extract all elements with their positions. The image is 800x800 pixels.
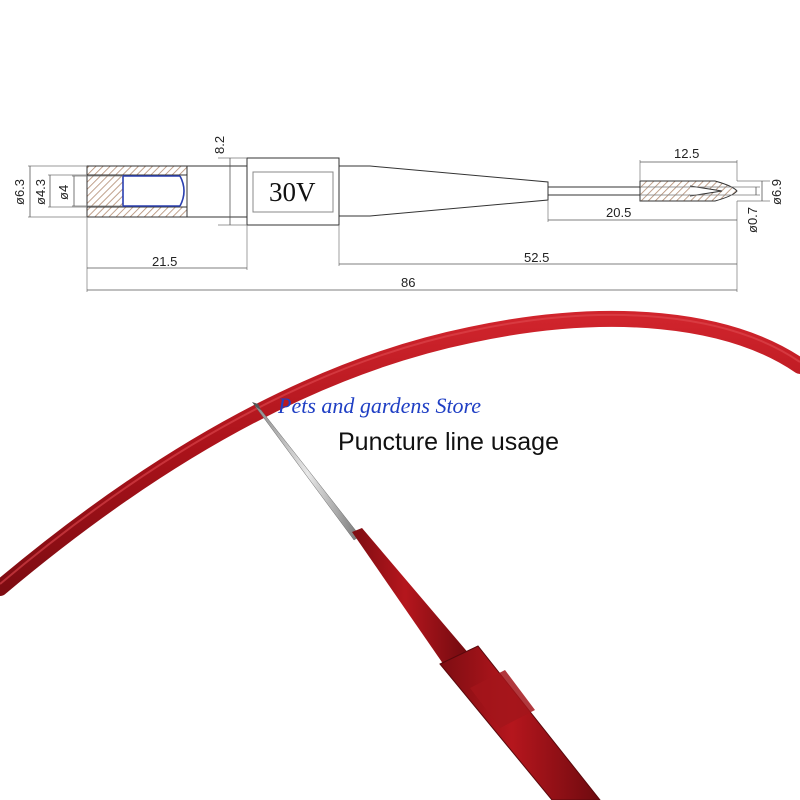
sleeve-wall-bottom [86, 206, 188, 218]
dimension-labels: ø6.3 ø4.3 ø4 8.2 12.5 ø6.9 20.5 ø0.7 21.… [12, 136, 784, 290]
collar-band [252, 171, 334, 213]
tapered-body [338, 165, 549, 217]
probe-collar [439, 645, 601, 800]
extension-lines [28, 157, 770, 292]
dim-d43: ø4.3 [33, 179, 48, 205]
needle-tip [252, 402, 261, 410]
tip [639, 180, 738, 202]
dim-d63: ø6.3 [12, 179, 27, 205]
tip-slot [689, 185, 723, 197]
dim-d07: ø0.7 [745, 207, 760, 233]
probe-photo [0, 310, 800, 800]
probe-needle [254, 405, 361, 541]
inner-line-end [179, 175, 185, 207]
dimension-lines [29, 158, 763, 291]
dim-l525: 52.5 [524, 250, 549, 265]
dim-d69: ø6.9 [769, 179, 784, 205]
dim-l215: 21.5 [152, 254, 177, 269]
sleeve-cap-left [86, 174, 124, 208]
dim-l205: 20.5 [606, 205, 631, 220]
sleeve-wall-top [86, 165, 188, 176]
red-wire [0, 310, 800, 596]
store-watermark: Pets and gardens Store [278, 393, 482, 418]
rating-label: 30V [269, 177, 316, 207]
dim-l86: 86 [401, 275, 415, 290]
technical-drawing: 30V [28, 157, 770, 292]
probe-taper [352, 528, 470, 668]
dim-d4: ø4 [56, 185, 71, 200]
usage-caption: Puncture line usage [338, 428, 559, 456]
dim-h82: 8.2 [212, 136, 227, 154]
probe-collar-band [470, 670, 535, 728]
dim-l125: 12.5 [674, 146, 699, 161]
